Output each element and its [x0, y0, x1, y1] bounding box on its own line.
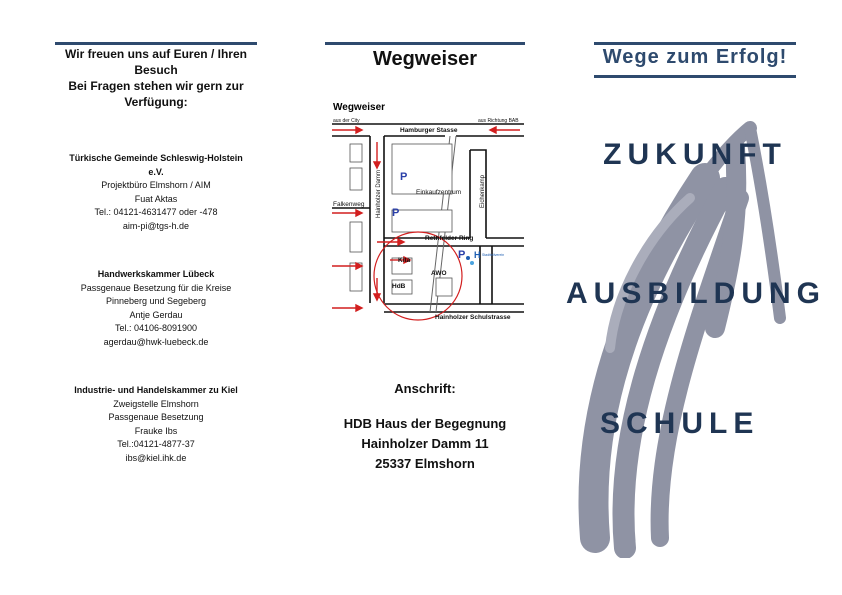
- org-hwk: Handwerkskammer Lübeck Passgenaue Besetz…: [55, 268, 257, 349]
- org-line: Passgenaue Besetzung: [108, 412, 204, 422]
- org-line: Projektbüro Elmshorn / AIM: [101, 180, 211, 190]
- upward-arrow-graphic: [578, 121, 786, 558]
- address-heading: Anschrift:: [394, 381, 456, 396]
- word-schule: SCHULE: [600, 407, 760, 440]
- address-line: Hainholzer Damm 11: [361, 436, 489, 451]
- label-aus-city: aus der City: [333, 118, 360, 124]
- svg-text:H: H: [474, 250, 481, 260]
- org-line: Pinneberg und Segeberg: [105, 296, 207, 306]
- stadtteilverein-logo: H Stadtteilverein: [466, 250, 504, 265]
- label-falkenweg: Falkenweg: [333, 201, 365, 208]
- label-aus-bab: aus Richtung BAB: [478, 118, 519, 124]
- org-name: Türkische Gemeinde Schleswig-Holstein: [69, 153, 243, 163]
- org-contact-person: Fuat Aktas: [134, 193, 178, 204]
- org-name: Industrie- und Handelskammer zu Kiel: [74, 385, 238, 395]
- address-line: HDB Haus der Begegnung: [343, 416, 507, 431]
- label-schulstrasse: Hainholzer Schulstrasse: [435, 314, 511, 321]
- title-rule-top: [594, 42, 796, 45]
- intro-line: Bei Fragen stehen wir gern zur: [68, 79, 244, 93]
- parking-icon: P: [392, 207, 399, 219]
- org-email[interactable]: ibs@kiel.ihk.de: [125, 452, 187, 463]
- org-name: Handwerkskammer Lübeck: [97, 269, 215, 279]
- location-circle: [373, 231, 463, 321]
- word-ausbildung: AUSBILDUNG: [566, 277, 826, 310]
- label-awo: AWO: [431, 270, 447, 277]
- parking-icon: P: [400, 171, 407, 183]
- org-line: Zweigstelle Elmshorn: [113, 398, 199, 409]
- location-map: Wegweiser: [330, 98, 525, 328]
- intro-line: Verfügung:: [124, 95, 188, 109]
- org-name: e.V.: [148, 166, 164, 177]
- directions-title: Wegweiser: [372, 48, 478, 70]
- intro-line: Besuch: [134, 63, 178, 77]
- org-contact-person: Antje Gerdau: [129, 309, 183, 320]
- org-line: Passgenaue Besetzung für die Kreise: [80, 282, 232, 293]
- label-rethfelder-ring: Rethfelder Ring: [425, 235, 473, 242]
- top-rule-directions: [325, 42, 525, 45]
- org-ihk: Industrie- und Handelskammer zu Kiel Zwe…: [55, 384, 257, 465]
- org-email[interactable]: agerdau@hwk-luebeck.de: [103, 336, 209, 347]
- contact-intro: Wir freuen uns auf Euren / Ihren Besuch …: [55, 46, 257, 110]
- org-email[interactable]: aim-pi@tgs-h.de: [122, 220, 190, 231]
- label-einkaufzentrum: Einkaufzentrum: [416, 189, 461, 196]
- label-kita: Kita: [398, 257, 411, 264]
- top-rule-contact: [55, 42, 257, 45]
- address-block: HDB Haus der Begegnung Hainholzer Damm 1…: [325, 414, 525, 474]
- word-zukunft: ZUKUNFT: [603, 138, 787, 171]
- label-hamburger-stasse: Hamburger Stasse: [400, 127, 458, 134]
- map-title: Wegweiser: [333, 102, 385, 113]
- stadtteilverein-label: Stadtteilverein: [482, 253, 504, 257]
- intro-line: Wir freuen uns auf Euren / Ihren: [65, 47, 247, 61]
- label-eichenkamp: Eichenkamp: [480, 174, 486, 208]
- org-phone: Tel.:04121-4877-37: [117, 439, 195, 449]
- contact-column: Wir freuen uns auf Euren / Ihren Besuch …: [55, 46, 257, 465]
- org-phone: Tel.: 04106-8091900: [114, 323, 198, 333]
- parking-icon: P: [458, 249, 465, 261]
- title-rule-bottom: [594, 75, 796, 78]
- cover-title: Wege zum Erfolg!: [602, 46, 788, 68]
- label-hainholzer-damm: Hainholzer Damm: [376, 170, 382, 218]
- org-tgs: Türkische Gemeinde Schleswig-Holstein e.…: [55, 152, 257, 233]
- org-phone: Tel.: 04121-4631477 oder -478: [94, 207, 218, 217]
- org-contact-person: Frauke Ibs: [134, 425, 178, 436]
- address-line: 25337 Elmshorn: [375, 456, 475, 471]
- label-hdb: HdB: [392, 283, 406, 290]
